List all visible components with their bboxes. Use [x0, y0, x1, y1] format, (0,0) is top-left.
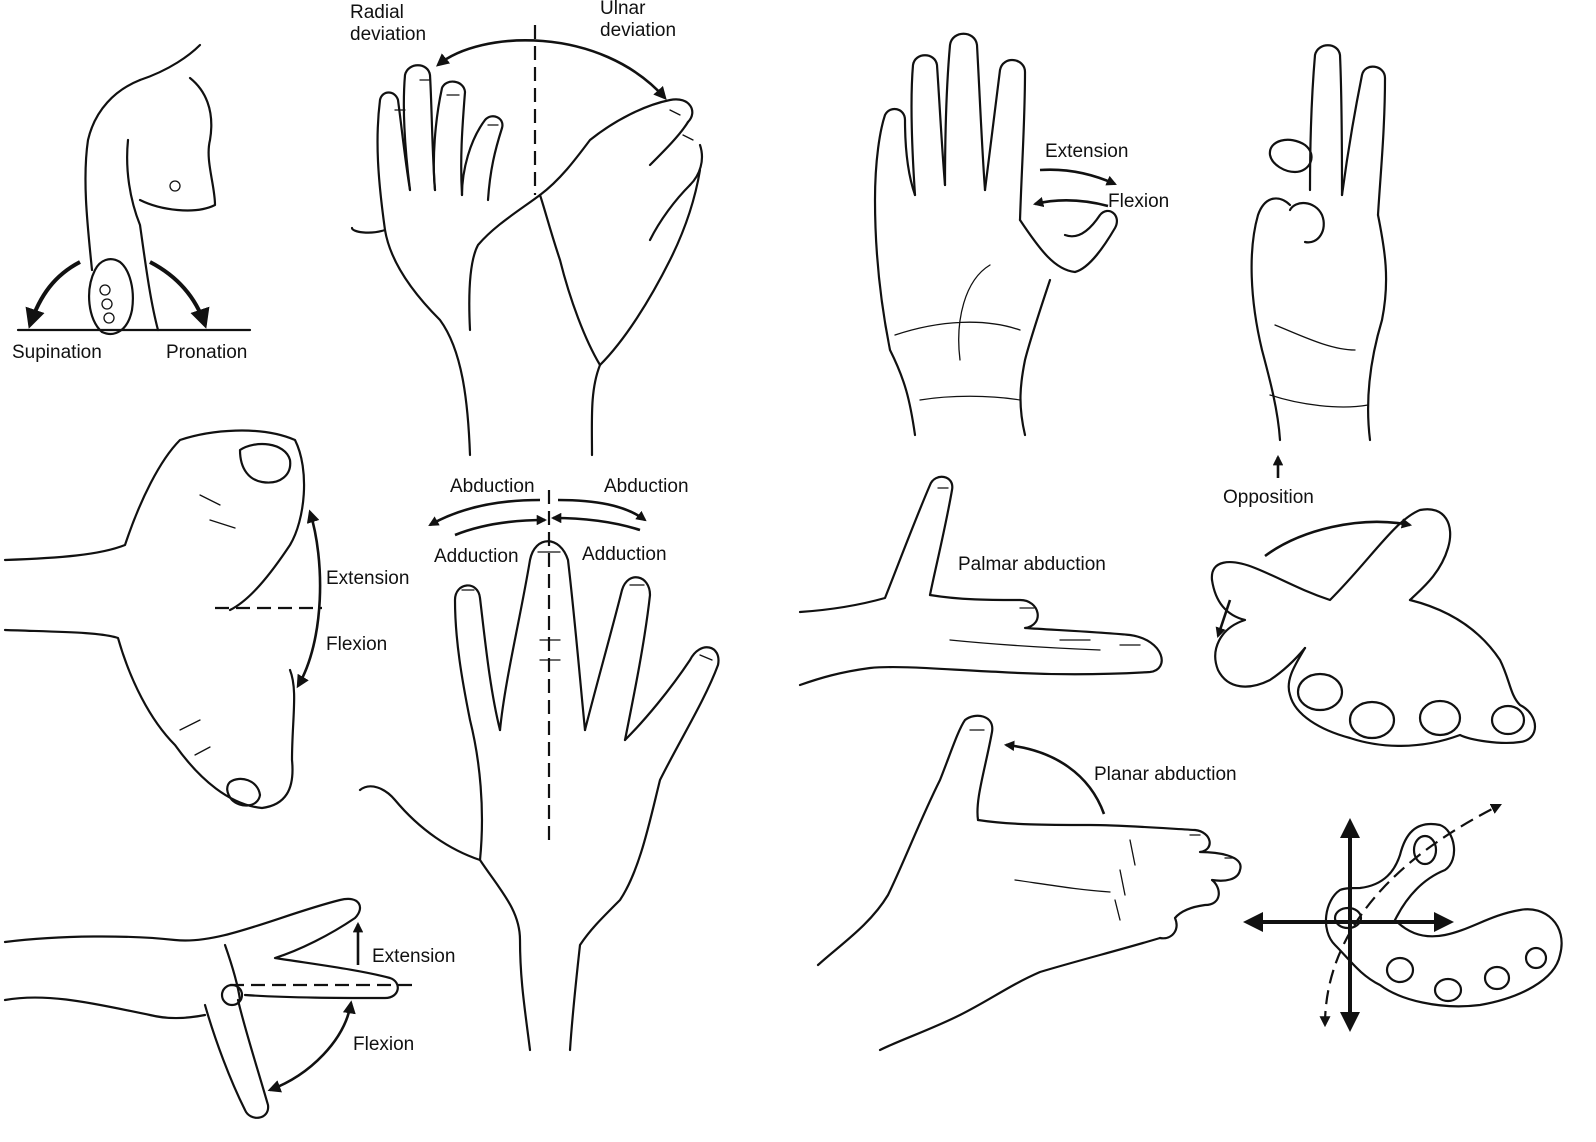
label-opposition: Opposition: [1223, 487, 1314, 508]
wrist-flexion-extension-illustration: [3, 429, 322, 810]
label-abduction-right: Abduction: [604, 476, 689, 497]
planar-abduction-illustration: [816, 714, 1242, 1052]
label-radial-deviation-line2: deviation: [350, 24, 426, 45]
wrist-deviation-illustration: [350, 25, 704, 457]
thumb-axes-diagram: [1243, 804, 1563, 1032]
opposition-illustration: [1250, 44, 1388, 478]
supination-pronation-illustration: [16, 43, 252, 336]
label-palmar-abduction: Palmar abduction: [958, 554, 1106, 575]
label-wrist-flexion: Flexion: [326, 634, 387, 655]
label-adduction-left: Adduction: [434, 546, 519, 567]
label-thumb-extension: Extension: [1045, 141, 1128, 162]
palmar-abduction-illustration: [798, 475, 1163, 687]
label-abduction-left: Abduction: [450, 476, 535, 497]
label-thumb-flexion: Flexion: [1108, 191, 1169, 212]
label-ulnar-deviation-line1: Ulnar: [600, 0, 646, 19]
label-radial-deviation-line1: Radial: [350, 2, 404, 23]
label-finger-flexion: Flexion: [353, 1034, 414, 1055]
thumb-flexion-extension-illustration: [873, 32, 1118, 437]
label-finger-extension: Extension: [372, 946, 455, 967]
label-supination: Supination: [12, 342, 102, 363]
label-pronation: Pronation: [166, 342, 247, 363]
finger-abduction-adduction-illustration: [358, 490, 720, 1052]
finger-flexion-extension-illustration: [3, 897, 412, 1119]
thumb-opposition-arc-illustration: [1210, 508, 1536, 747]
label-wrist-extension: Extension: [326, 568, 409, 589]
label-planar-abduction: Planar abduction: [1094, 764, 1237, 785]
label-ulnar-deviation-line2: deviation: [600, 20, 676, 41]
label-adduction-right: Adduction: [582, 544, 667, 565]
